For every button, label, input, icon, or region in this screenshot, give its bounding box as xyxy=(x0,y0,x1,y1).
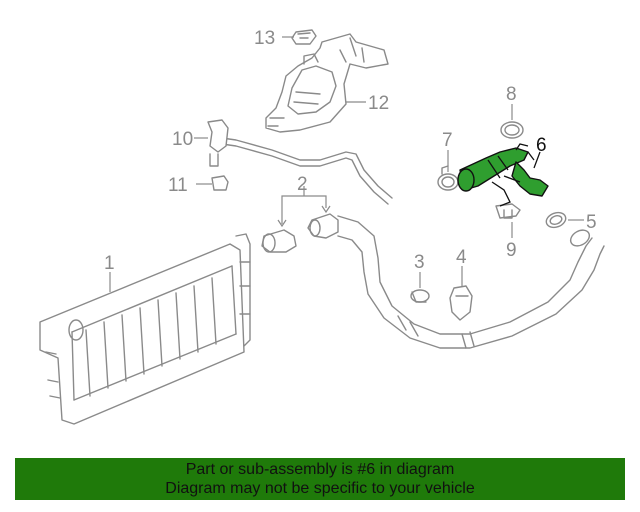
info-banner: Part or sub-assembly is #6 in diagram Di… xyxy=(15,458,625,500)
parts-diagram: 13 12 10 11 2 xyxy=(39,28,605,425)
lower-radiator-hose xyxy=(337,215,605,349)
part-11-clip: 11 xyxy=(168,175,229,196)
callout-10: 10 xyxy=(172,129,193,150)
banner-line-2: Diagram may not be specific to your vehi… xyxy=(165,480,475,497)
part-1-radiator: 1 xyxy=(39,233,251,425)
callout-2: 2 xyxy=(297,174,308,195)
part-10-overflow-hose: 10 xyxy=(172,119,393,205)
callout-1: 1 xyxy=(104,253,115,274)
callout-4: 4 xyxy=(456,247,467,268)
part-2-hose-connectors: 2 xyxy=(261,174,339,253)
callout-3: 3 xyxy=(414,252,425,273)
part-5-clamp: 5 xyxy=(545,211,597,233)
callout-11: 11 xyxy=(168,175,188,196)
part-6-hose-assembly: 6 xyxy=(457,135,549,207)
callout-8: 8 xyxy=(506,84,517,105)
callout-6: 6 xyxy=(536,135,547,156)
part-8-clamp: 8 xyxy=(500,84,524,139)
callout-5: 5 xyxy=(586,212,597,233)
part-4-fitting: 4 xyxy=(449,247,473,321)
callout-9: 9 xyxy=(506,240,517,261)
callout-13: 13 xyxy=(254,28,275,49)
part-3-hose-clamp: 3 xyxy=(410,252,430,303)
callout-7: 7 xyxy=(442,130,453,151)
banner-line-1: Part or sub-assembly is #6 in diagram xyxy=(185,461,455,478)
part-7-clamp: 7 xyxy=(437,130,459,191)
part-12-reservoir: 12 xyxy=(265,33,389,133)
part-9-bolt: 9 xyxy=(495,203,521,261)
callout-12: 12 xyxy=(368,93,389,114)
part-13-cap: 13 xyxy=(254,28,317,49)
